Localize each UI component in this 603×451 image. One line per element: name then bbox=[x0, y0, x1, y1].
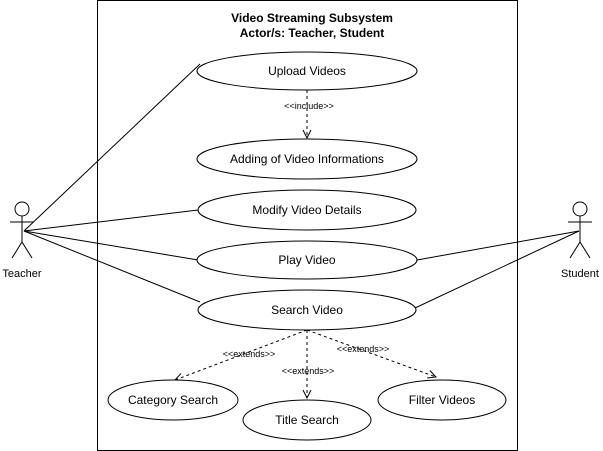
use-case-filter-videos-label: Filter Videos bbox=[409, 393, 475, 407]
use-case-modify-video-details: Modify Video Details bbox=[197, 189, 417, 231]
include-label: <<include>> bbox=[284, 101, 334, 111]
use-case-search-video-label: Search Video bbox=[271, 303, 343, 317]
association-teacher-search bbox=[23, 230, 201, 303]
system-actors-line: Actor/s: Teacher, Student bbox=[240, 26, 384, 40]
association-student-search bbox=[414, 230, 580, 309]
actor-teacher-label: Teacher bbox=[2, 268, 41, 280]
use-case-upload-videos-label: Upload Videos bbox=[268, 64, 346, 78]
use-case-filter-videos: Filter Videos bbox=[377, 379, 507, 421]
extends-label-category: <<extends>> bbox=[223, 349, 276, 359]
use-case-adding-video-info-label: Adding of Video Informations bbox=[230, 152, 384, 166]
use-case-adding-video-info: Adding of Video Informations bbox=[196, 138, 418, 180]
extends-label-filter: <<extends>> bbox=[337, 344, 390, 354]
use-case-title-search: Title Search bbox=[242, 399, 372, 441]
association-student-play bbox=[416, 230, 580, 261]
system-title: Video Streaming Subsystem bbox=[231, 11, 393, 25]
association-teacher-play bbox=[23, 230, 199, 261]
extends-label-title: <<extends>> bbox=[282, 366, 335, 376]
association-teacher-modify bbox=[23, 209, 199, 232]
actor-student-label: Student bbox=[561, 268, 599, 280]
use-case-search-video: Search Video bbox=[197, 289, 417, 331]
actor-teacher-icon bbox=[10, 201, 34, 259]
association-teacher-upload bbox=[23, 63, 201, 232]
use-case-modify-video-details-label: Modify Video Details bbox=[252, 203, 361, 217]
use-case-upload-videos: Upload Videos bbox=[196, 51, 418, 91]
use-case-category-search-label: Category Search bbox=[128, 393, 218, 407]
actor-student-icon bbox=[568, 201, 592, 259]
use-case-title-search-label: Title Search bbox=[275, 413, 339, 427]
use-case-category-search: Category Search bbox=[107, 379, 239, 421]
use-case-play-video: Play Video bbox=[196, 240, 418, 280]
extends-arrow-filter bbox=[306, 329, 436, 377]
use-case-play-video-label: Play Video bbox=[278, 253, 335, 267]
